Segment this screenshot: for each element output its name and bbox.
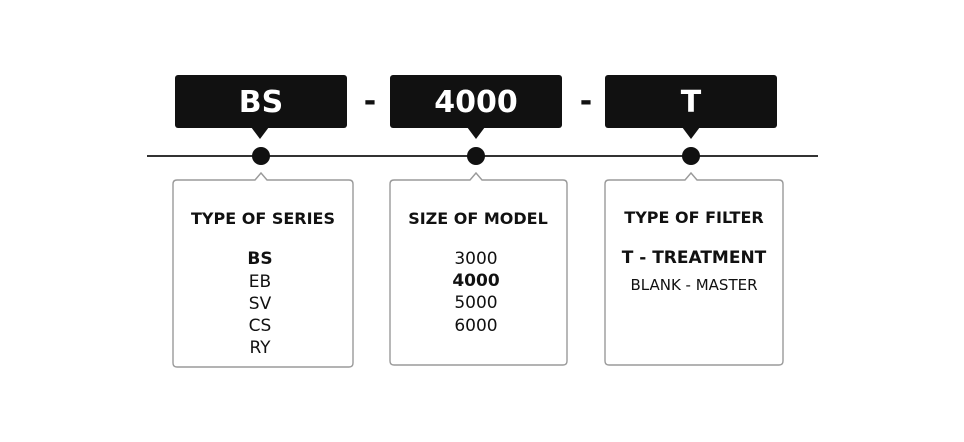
code-callout-model: 4000: [390, 75, 562, 139]
option-sv: SV: [249, 294, 272, 314]
option-treatment: T - TREATMENT: [622, 248, 767, 268]
code-callout-series: BS: [175, 75, 347, 139]
separator-2: -: [580, 84, 592, 119]
card-title-series: TYPE OF SERIES: [191, 209, 335, 228]
card-model: SIZE OF MODEL 3000 4000 5000 6000: [389, 171, 568, 366]
option-blank-master: BLANK - MASTER: [630, 276, 757, 294]
code-filter: T: [681, 85, 702, 120]
option-eb: EB: [249, 272, 271, 292]
code-callout-filter: T: [605, 75, 777, 139]
timeline-dot-model: [467, 147, 485, 165]
separator-1: -: [364, 84, 376, 119]
segment-series: BS TYPE OF SERIES BS EB SV CS RY: [172, 75, 354, 368]
card-series: TYPE OF SERIES BS EB SV CS RY: [172, 171, 354, 368]
card-filter: TYPE OF FILTER T - TREATMENT BLANK - MAS…: [604, 171, 784, 366]
card-title-model: SIZE OF MODEL: [408, 209, 548, 228]
option-bs: BS: [247, 249, 272, 269]
option-ry: RY: [249, 338, 271, 358]
option-5000: 5000: [454, 293, 497, 313]
segment-filter: T TYPE OF FILTER T - TREATMENT BLANK - M…: [604, 75, 784, 366]
option-3000: 3000: [454, 249, 497, 269]
option-6000: 6000: [454, 316, 497, 336]
code-model: 4000: [434, 85, 518, 120]
card-title-filter: TYPE OF FILTER: [624, 208, 763, 227]
timeline-dot-filter: [682, 147, 700, 165]
timeline-dot-series: [252, 147, 270, 165]
option-4000: 4000: [452, 271, 499, 291]
code-series: BS: [239, 85, 283, 120]
segment-model: 4000 SIZE OF MODEL 3000 4000 5000 6000: [389, 75, 568, 366]
option-cs: CS: [249, 316, 272, 336]
